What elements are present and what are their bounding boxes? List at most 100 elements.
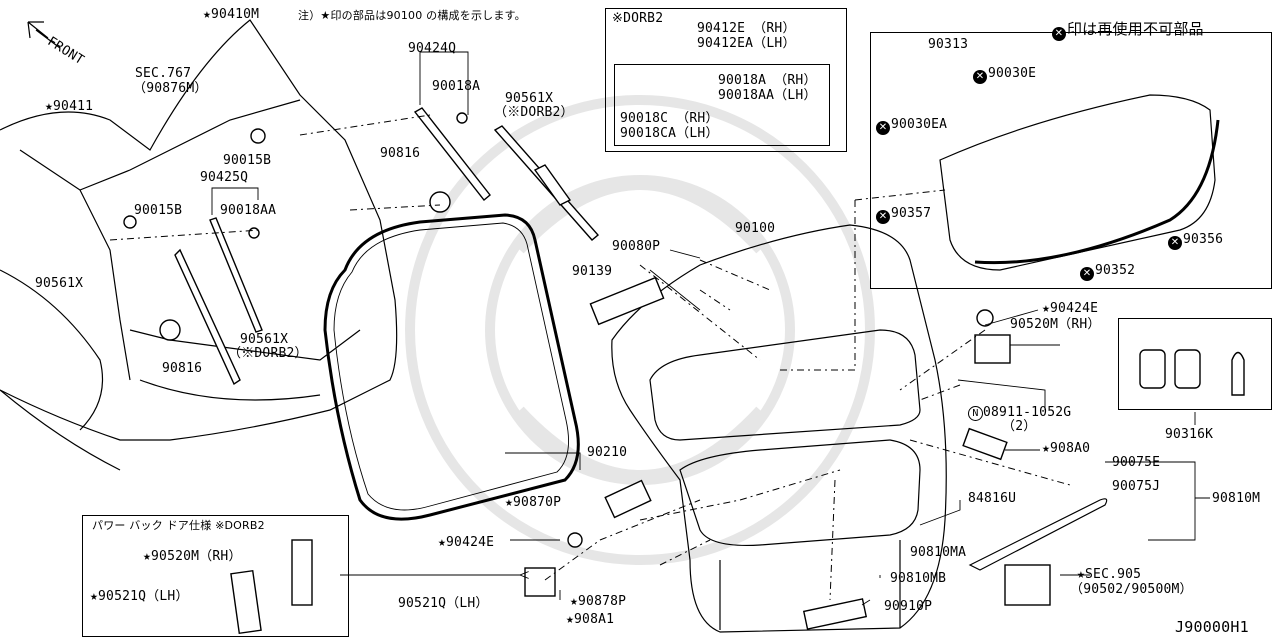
label-90810ma: 90810MA	[910, 545, 967, 560]
no-reuse-icon: ✕	[1051, 27, 1066, 41]
bumper-90424e	[976, 309, 994, 327]
vehicle-body-outline	[0, 19, 398, 471]
dorb2-inner-box	[614, 64, 830, 146]
label-90521q-lh-ped: ★90521Q（LH）	[90, 589, 189, 604]
label-90015b-upper: 90015B	[223, 153, 272, 168]
diagram-id: J90000H1	[1175, 618, 1249, 636]
label-90816-lower: 90816	[162, 361, 203, 376]
reference-lines	[109, 114, 1071, 601]
plate-90910p	[802, 598, 868, 630]
label-90356: ✕90356	[1168, 233, 1223, 250]
bracket-908a0	[962, 427, 1008, 461]
power-back-box-title: パワー バック ドア仕様 ※DORB2	[92, 519, 265, 532]
no-reuse-icon: ✕	[1168, 236, 1182, 250]
label-90878p: ★90878P	[570, 594, 627, 609]
handle-90870p	[604, 479, 652, 519]
label-90870p: ★90870P	[505, 495, 562, 510]
label-90018aa-lh: 90018AA（LH）	[718, 88, 817, 103]
label-90520m-rh: 90520M（RH）	[1010, 317, 1101, 332]
actuator-90521q-ped	[230, 569, 262, 635]
no-reuse-icon: ✕	[876, 121, 890, 135]
label-90411: ★90411	[45, 99, 94, 114]
no-reuse-icon: ✕	[876, 210, 890, 224]
dorb2-detail-box	[605, 8, 847, 152]
label-90352: ✕90352	[1080, 264, 1135, 281]
label-90018a: 90018A	[432, 79, 481, 94]
actuator-90520m	[974, 334, 1011, 364]
label-90561x-dorb2-lower-sub: （※DORB2）	[228, 346, 308, 361]
no-reuse-icon: ✕	[973, 70, 987, 84]
label-90412e: 90412E （RH）	[697, 21, 796, 36]
label-90018a-rh: 90018A （RH）	[718, 73, 817, 88]
adhesive-kit-box	[1118, 318, 1272, 410]
label-90080p: 90080P	[612, 239, 661, 254]
label-90139: 90139	[572, 264, 613, 279]
label-90018c: 90018C （RH）	[620, 111, 719, 126]
label-90030e: ✕90030E	[973, 67, 1036, 84]
gas-strut-center	[413, 107, 491, 201]
label-90018ca: 90018CA（LH）	[620, 126, 719, 141]
plug-cap	[429, 191, 451, 213]
label-90357: ✕90357	[876, 207, 931, 224]
label-90810mb: 90810MB	[890, 571, 947, 586]
front-arrow-icon	[27, 21, 61, 49]
adhesive-kit	[1139, 349, 1245, 396]
label-90561x-dorb2-upper: 90561X	[505, 91, 554, 106]
rear-glass	[939, 94, 1220, 271]
label-90424e-lower: ★90424E	[438, 535, 495, 550]
label-90015b-lower: 90015B	[134, 203, 183, 218]
header-note-text: 注）★印の部品は90100 の構成を示します。	[298, 9, 526, 22]
reuse-rear-glass-box	[870, 32, 1272, 289]
dorb2-box-title: ※DORB2	[612, 11, 664, 26]
label-90521q-lh: 90521Q（LH）	[398, 596, 489, 611]
clip-90015b	[123, 215, 137, 229]
leader-lines	[211, 51, 1210, 606]
label-90075j: 90075J	[1112, 479, 1161, 494]
garnish-90139	[589, 276, 665, 326]
label-08911-qty: （2）	[1002, 419, 1037, 434]
label-90424q: 90424Q	[408, 41, 457, 56]
back-door-panel	[611, 224, 947, 633]
label-90816-upper: 90816	[380, 146, 421, 161]
header-note-code: ★90410M	[203, 7, 260, 22]
label-90910p: 90910P	[884, 599, 933, 614]
no-reuse-icon: ✕	[1080, 267, 1094, 281]
reuse-note: ✕印は再使用不可部品	[1042, 8, 1204, 41]
label-90075e: 90075E	[1112, 455, 1161, 470]
lock-sec905	[1004, 564, 1051, 606]
nut-symbol-icon: N	[968, 406, 983, 421]
label-90561x-dorb2-upper-sub: （※DORB2）	[494, 105, 574, 120]
actuator-90520m-ped	[291, 539, 313, 606]
label-908a1: ★908A1	[566, 612, 615, 627]
label-90424e-right: ★90424E	[1042, 301, 1099, 316]
label-90810m: 90810M	[1212, 491, 1261, 506]
watermark-emblem	[405, 95, 875, 565]
label-90313: 90313	[928, 37, 969, 52]
label-sec767-sub: （90876M）	[133, 81, 208, 96]
label-90561x-dorb2-lower: 90561X	[240, 332, 289, 347]
label-84816u: 84816U	[968, 491, 1017, 506]
power-back-door-box	[82, 515, 349, 637]
clip-90015b	[250, 128, 266, 144]
label-908a0: ★908A0	[1042, 441, 1091, 456]
label-90561x-left: 90561X	[35, 276, 84, 291]
spoiler	[968, 498, 1108, 571]
label-sec905-sub: （90502/90500M）	[1070, 582, 1193, 597]
power-strut	[493, 125, 600, 241]
label-90100: 90100	[735, 221, 776, 236]
label-90030ea: ✕90030EA	[876, 118, 947, 135]
plug-cap	[159, 319, 181, 341]
label-sec767: SEC.767	[135, 66, 192, 81]
label-90316k: 90316K	[1165, 427, 1214, 442]
label-90018aa: 90018AA	[220, 203, 277, 218]
actuator-90521q	[524, 567, 556, 597]
label-90425q: 90425Q	[200, 170, 249, 185]
weatherstrip-seal	[323, 213, 580, 521]
bumper-90424e	[567, 532, 583, 548]
label-90210: 90210	[587, 445, 628, 460]
label-90412ea: 90412EA（LH）	[697, 36, 796, 51]
label-sec905: ★SEC.905	[1077, 567, 1142, 582]
